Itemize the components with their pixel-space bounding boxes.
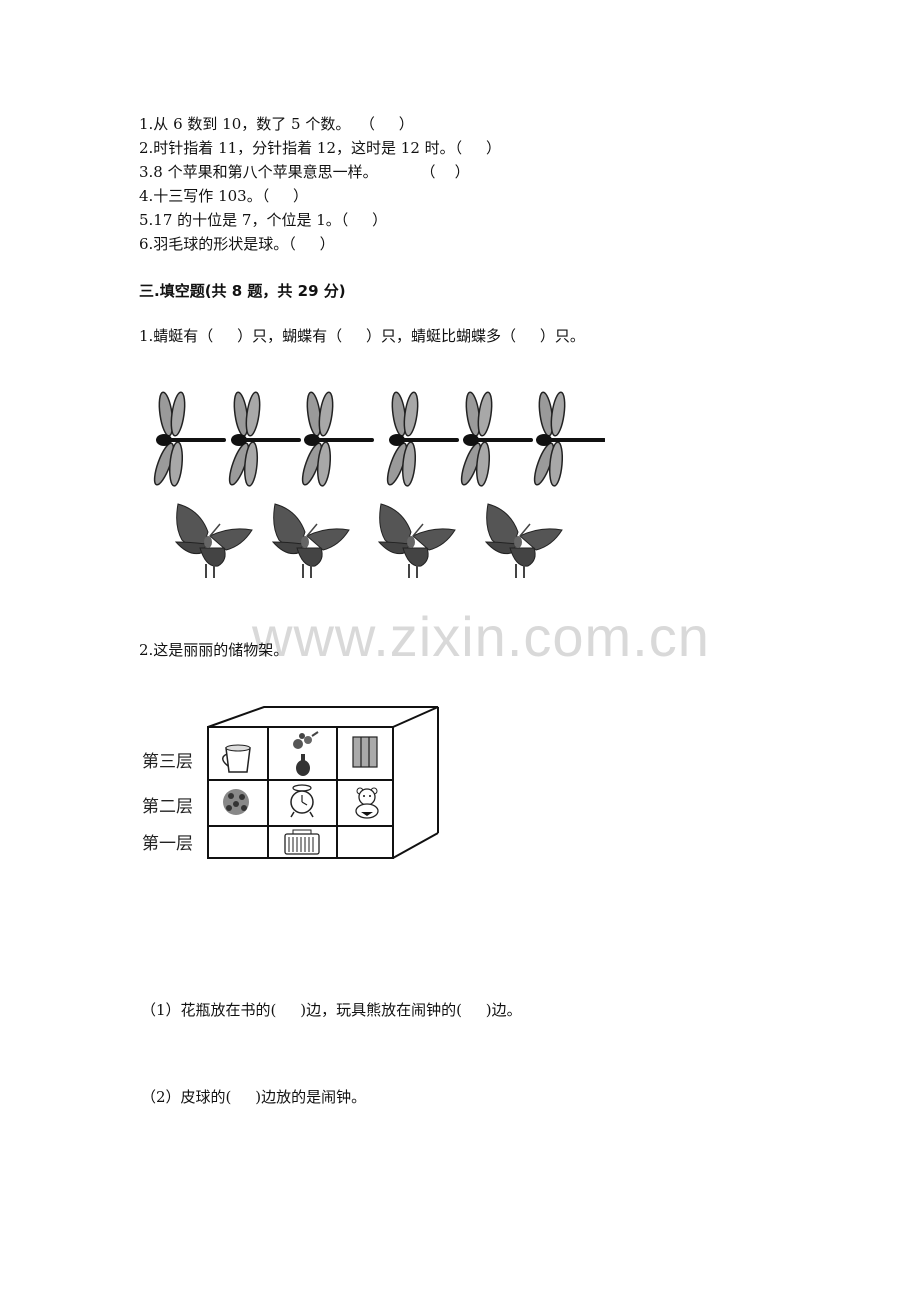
- watermark: www.zixin.com.cn: [252, 605, 710, 668]
- dragonfly-icon: [530, 390, 605, 488]
- ball-icon: [223, 789, 249, 815]
- tf-item-5: 5.17 的十位是 7，个位是 1。（ ）: [139, 211, 388, 229]
- tf-item-2: 2.时针指着 11，分针指着 12，这时是 12 时。（ ）: [139, 139, 501, 157]
- butterfly-icon: [485, 503, 563, 579]
- shelf-label-row-1: 第一层: [142, 834, 193, 854]
- question-1-text: 1.蜻蜓有（ ）只，蝴蝶有（ ）只，蜻蜓比蝴蝶多（ ）只。: [139, 327, 585, 345]
- dragonfly-icon: [225, 390, 302, 488]
- tf-item-1: 1.从 6 数到 10，数了 5 个数。 （ ）: [139, 115, 414, 133]
- storage-shelf: [207, 706, 439, 859]
- question-2-text: 2.这是丽丽的储物架。: [139, 641, 289, 659]
- butterfly-icon: [272, 503, 350, 579]
- dragonfly-icon: [298, 390, 375, 488]
- dragonfly-icon: [150, 390, 227, 488]
- vase-icon: [293, 731, 319, 776]
- basket-icon: [284, 829, 320, 855]
- tf-item-6: 6.羽毛球的形状是球。（ ）: [139, 235, 335, 253]
- shelf-label-row-3: 第三层: [142, 752, 193, 772]
- butterfly-row: [175, 503, 563, 579]
- tf-item-4: 4.十三写作 103。（ ）: [139, 187, 309, 205]
- cup-icon: [222, 744, 251, 773]
- tf-item-3: 3.8 个苹果和第八个苹果意思一样。 （ ）: [139, 163, 470, 181]
- shelf-label-row-2: 第二层: [142, 797, 193, 817]
- teddy-bear-icon: [355, 787, 379, 819]
- butterfly-icon: [378, 503, 456, 579]
- section-title: 三.填空题(共 8 题，共 29 分): [139, 282, 346, 300]
- alarm-clock-icon: [290, 784, 314, 818]
- dragonfly-icon: [457, 390, 534, 488]
- question-2-sub-2: （2）皮球的( )边放的是闹钟。: [141, 1088, 367, 1106]
- butterfly-icon: [175, 503, 253, 579]
- question-2-sub-1: （1）花瓶放在书的( )边，玩具熊放在闹钟的( )边。: [141, 1001, 522, 1019]
- dragonfly-icon: [383, 390, 460, 488]
- dragonfly-row: [150, 390, 605, 488]
- book-icon: [352, 736, 378, 768]
